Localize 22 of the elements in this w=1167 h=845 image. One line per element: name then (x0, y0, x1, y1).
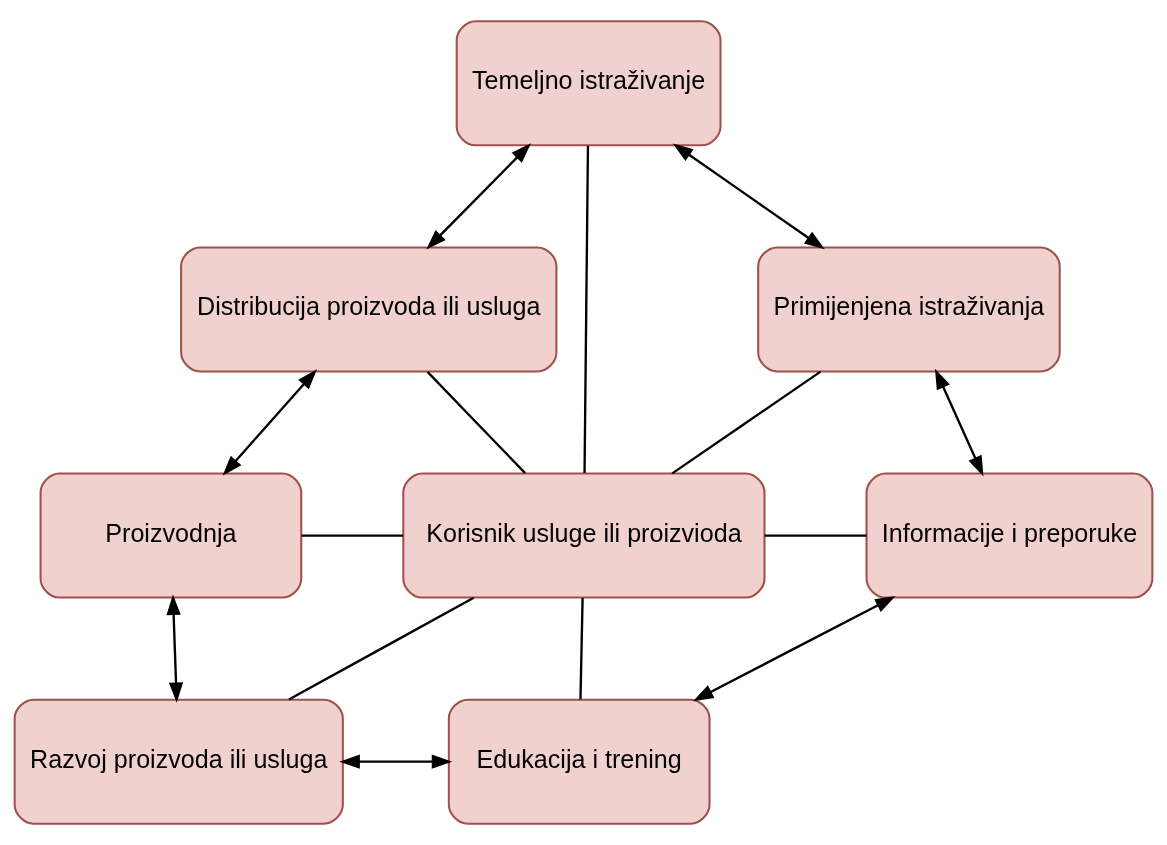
connector (426, 371, 527, 474)
node-box: Primijenjena istraživanja (757, 246, 1061, 373)
node-box: Temeljno istraživanje (455, 20, 722, 147)
node-box: Razvoj proizvoda ili usluga (13, 698, 344, 825)
arrow (339, 754, 453, 769)
connector (583, 145, 590, 474)
node-box: Edukacija i trening (447, 698, 711, 825)
node-box: Distribucija proizvoda ili usluga (180, 246, 558, 373)
node-box: Korisnik usluge ili proizvioda (402, 472, 766, 599)
connector (764, 534, 867, 537)
arrow (693, 596, 896, 702)
connector (579, 598, 584, 700)
connector (301, 534, 404, 537)
connector (671, 370, 822, 475)
node-box: Informacije i preporuke (865, 472, 1154, 599)
arrow (934, 368, 984, 477)
arrow (672, 143, 825, 250)
connector (288, 596, 475, 701)
node-box: Proizvodnja (39, 472, 303, 599)
arrow (426, 143, 532, 250)
arrow (166, 594, 184, 703)
arrow (222, 369, 318, 476)
